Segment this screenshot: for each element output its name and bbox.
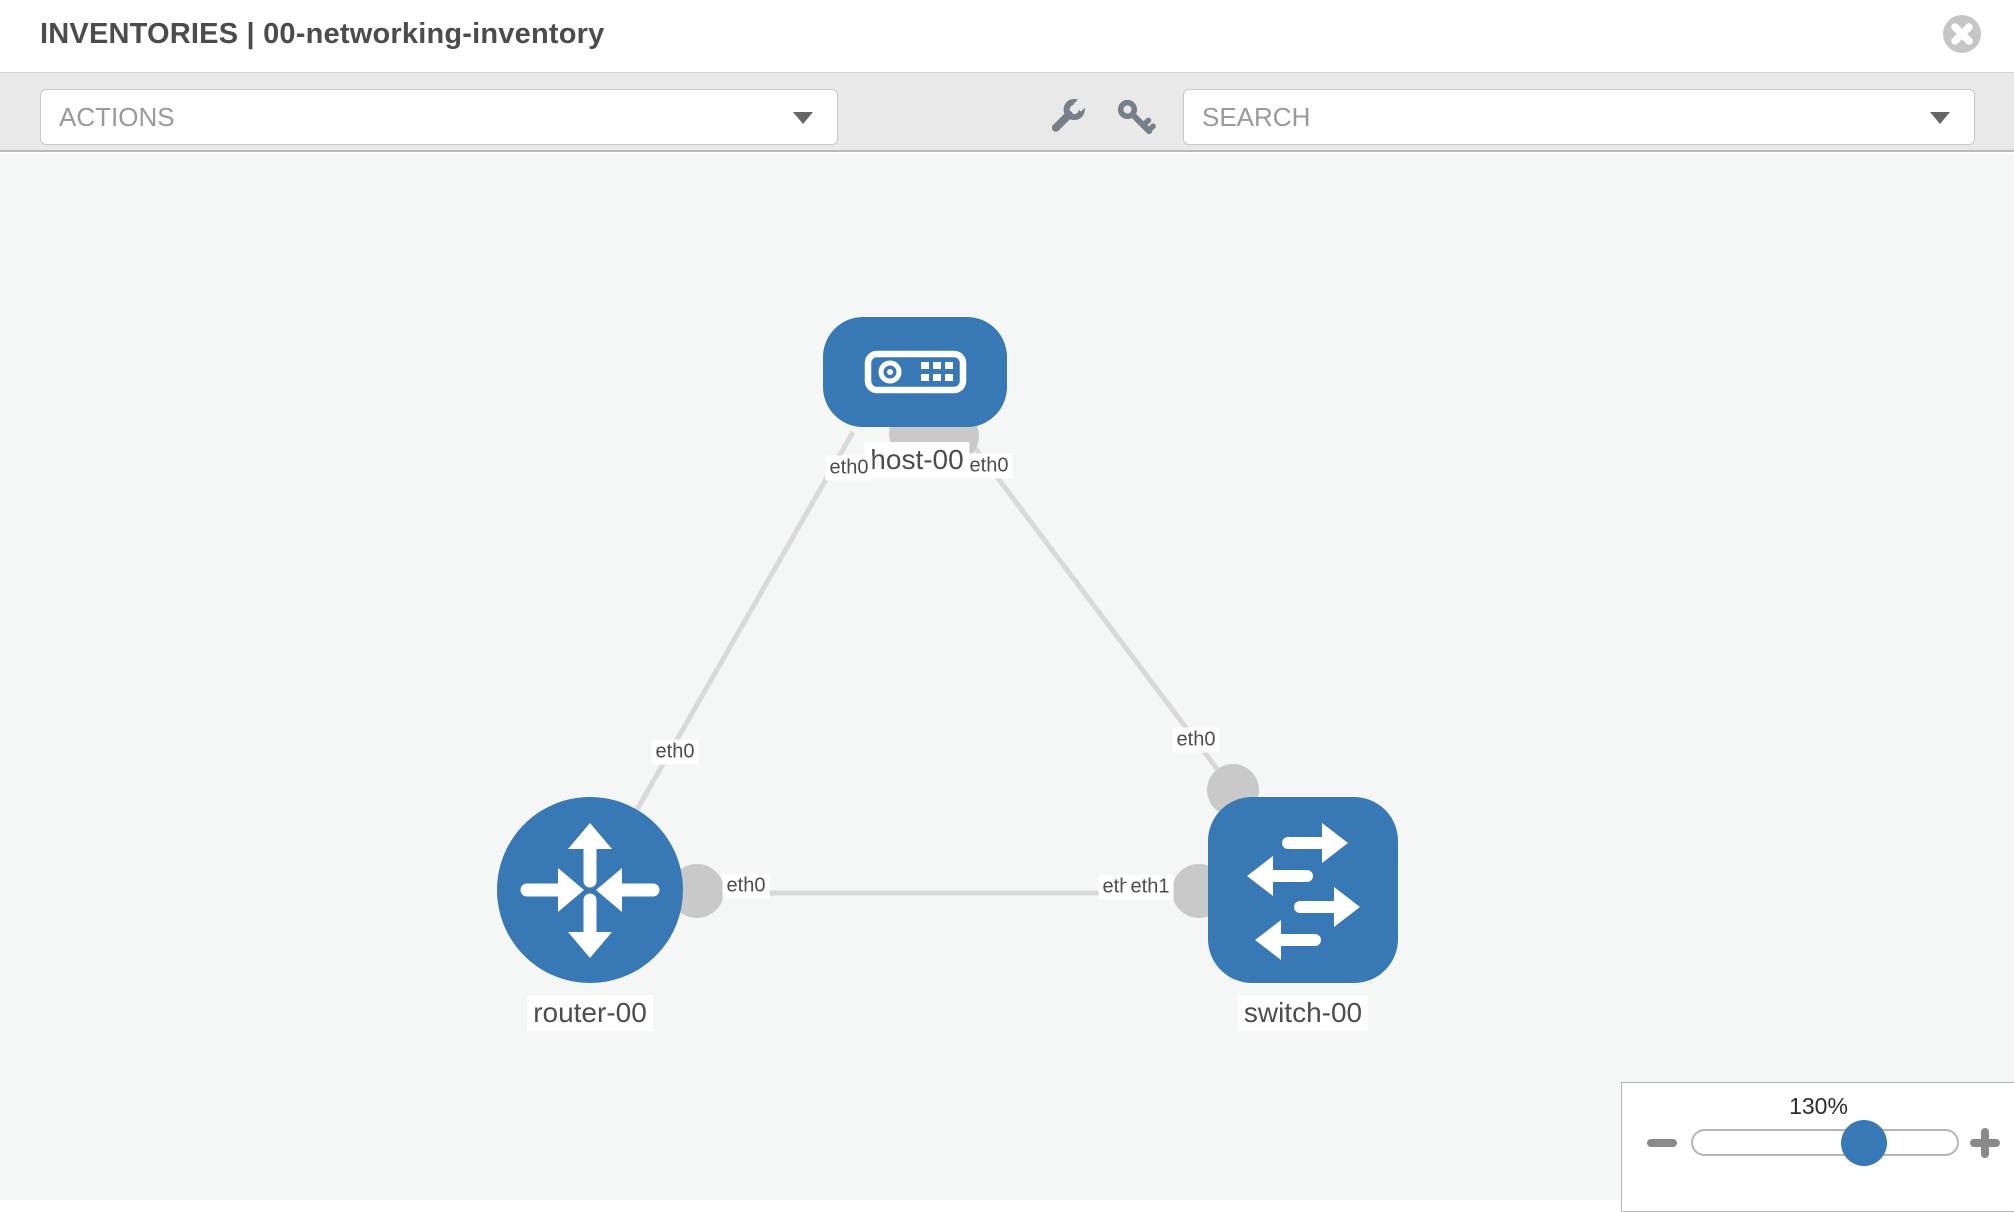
credential-button[interactable]: [1115, 97, 1157, 139]
close-icon: [1940, 15, 1984, 59]
search-dropdown-label: SEARCH: [1202, 102, 1311, 132]
topology-svg: [497, 317, 1398, 983]
node-label-host-00: host-00: [864, 442, 970, 478]
router-icon: [520, 823, 660, 958]
topology-canvas[interactable]: host-00 router-00 switch-00 eth0 eth0 et…: [0, 154, 2014, 1200]
actions-dropdown-label: ACTIONS: [59, 102, 175, 132]
zoom-in-button[interactable]: [1968, 1126, 2002, 1160]
node-label-switch-00: switch-00: [1237, 995, 1369, 1031]
interface-label: eth0: [651, 739, 699, 765]
node-label-router-00: router-00: [527, 995, 653, 1031]
host-icon: [864, 350, 967, 394]
page-title: INVENTORIES | 00-networking-inventory: [40, 18, 605, 50]
search-dropdown[interactable]: SEARCH: [1183, 89, 1975, 145]
interface-label: eth0: [722, 873, 770, 899]
node-router-00[interactable]: [497, 797, 683, 983]
interface-label: eth1: [1126, 874, 1174, 900]
zoom-out-button[interactable]: [1645, 1126, 1679, 1160]
interface-ports: [670, 407, 1259, 918]
chevron-down-icon: [1930, 112, 1950, 124]
chevron-down-icon: [793, 112, 813, 124]
close-button[interactable]: [1940, 12, 1984, 56]
port-router-eth0: [670, 864, 724, 918]
adhoc-command-button[interactable]: [1046, 96, 1089, 142]
link-lines: [632, 430, 1240, 896]
key-icon: [1115, 99, 1157, 142]
zoom-slider-knob[interactable]: [1841, 1120, 1887, 1166]
node-host-00[interactable]: [823, 317, 1007, 427]
interface-label: eth0: [825, 455, 873, 481]
page-header: INVENTORIES | 00-networking-inventory: [0, 0, 2014, 73]
minus-icon: [1645, 1139, 1679, 1163]
zoom-panel: 130%: [1621, 1082, 2014, 1212]
plus-icon: [1968, 1128, 2002, 1163]
zoom-level-value: 130%: [1789, 1093, 1848, 1119]
actions-dropdown[interactable]: ACTIONS: [40, 89, 838, 145]
node-switch-00[interactable]: [1208, 797, 1398, 983]
switch-icon: [1247, 823, 1360, 960]
wrench-icon: [1046, 96, 1089, 142]
toolbar: ACTIONS SEARCH: [0, 73, 2014, 152]
interface-label: eth0: [1172, 727, 1220, 753]
interface-label: eth0: [965, 453, 1013, 479]
zoom-slider-track[interactable]: [1691, 1129, 1959, 1156]
